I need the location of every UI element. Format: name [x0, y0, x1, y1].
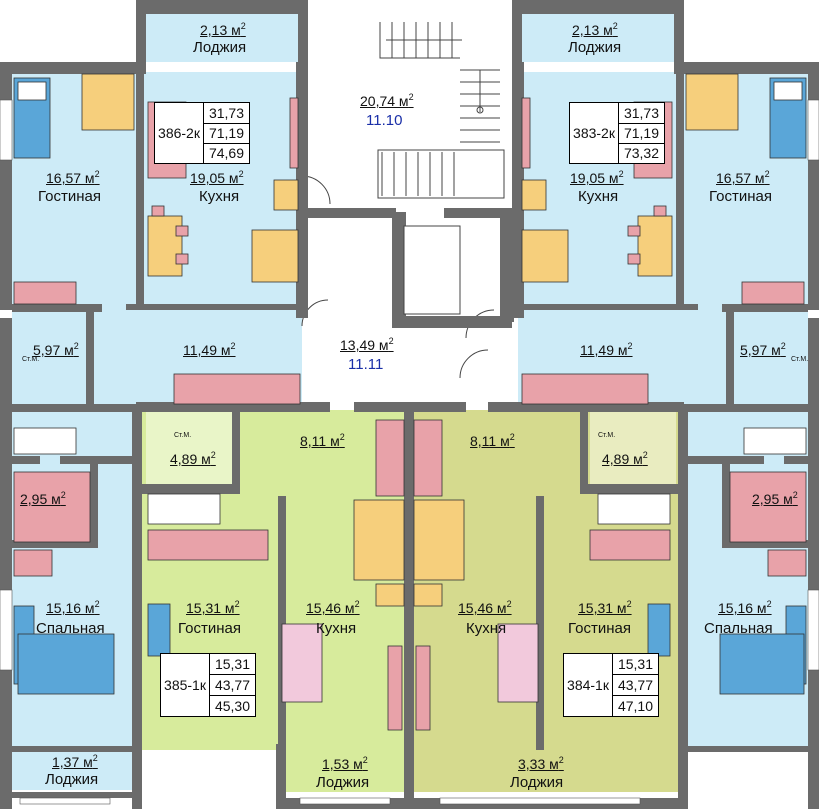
area-living-cr: 15,31 м2	[578, 599, 632, 616]
area-kitchen-tr: 19,05 м2	[570, 169, 624, 186]
area-hall-cr: 8,11 м2	[470, 432, 515, 449]
name-bed-r: Спальная	[704, 620, 773, 637]
apartment-badge-385: 385-1к 15,31 43,77 45,30	[160, 653, 256, 717]
apartment-total-area: 71,19	[619, 123, 664, 144]
area-bed-l: 15,16 м2	[46, 599, 100, 616]
area-loggia-tl: 2,13 м2	[200, 21, 246, 38]
name-kitchen-tl: Кухня	[199, 188, 240, 205]
fill-loggia-bl	[12, 750, 136, 790]
apartment-code: 383-2к	[570, 103, 619, 163]
stair-core	[301, 0, 518, 410]
name-kitchen-cl: Кухня	[316, 620, 357, 637]
name-loggia-tl: Лоджия	[193, 39, 247, 56]
apartment-living-area: 31,73	[204, 103, 249, 124]
area-loggia-br: 3,33 м2	[518, 755, 564, 772]
area-living-cl: 15,31 м2	[186, 599, 240, 616]
name-kitchen-tr: Кухня	[578, 188, 619, 205]
name-loggia-bl: Лоджия	[45, 771, 99, 788]
area-bath-r: 5,97 м2	[740, 341, 786, 358]
area-loggia-tr: 2,13 м2	[572, 21, 618, 38]
area-bed-r: 15,16 м2	[718, 599, 772, 616]
area-living-tl: 16,57 м2	[46, 169, 100, 186]
washer-label-r: Ст.М.	[791, 356, 809, 363]
level-lobby: 11.11	[348, 356, 384, 373]
area-living-tr: 16,57 м2	[716, 169, 770, 186]
area-kitchen-tl: 19,05 м2	[190, 169, 244, 186]
area-kitchen-cl: 15,46 м2	[306, 599, 360, 616]
area-closet-l: 2,95 м2	[20, 490, 66, 507]
area-stair-top: 20,74 м2	[360, 92, 414, 109]
fill-loggia-tl	[146, 14, 298, 62]
area-hall-l: 11,49 м2	[183, 341, 236, 358]
apartment-code: 386-2к	[155, 103, 204, 163]
area-hall-cl: 8,11 м2	[300, 432, 345, 449]
area-bath-l: 5,97 м2	[33, 341, 79, 358]
fill-loggia-bc	[284, 750, 408, 792]
apartment-gross-area: 45,30	[214, 697, 251, 714]
name-loggia-tr: Лоджия	[568, 39, 622, 56]
windows	[0, 99, 819, 805]
area-wc-cl: 4,89 м2	[170, 450, 216, 467]
name-bed-l: Спальная	[36, 620, 105, 637]
area-lobby: 13,49 м2	[340, 336, 394, 353]
apartment-code: 385-1к	[161, 654, 210, 716]
apartment-total-area: 71,19	[204, 123, 249, 144]
apartment-code: 384-1к	[564, 654, 613, 716]
apartment-living-area: 31,73	[619, 103, 664, 124]
area-loggia-bl: 1,37 м2	[52, 753, 98, 770]
apartment-gross-area: 73,32	[623, 145, 660, 161]
fill-wc-cr	[590, 412, 676, 490]
name-living-tl: Гостиная	[38, 188, 101, 205]
apartment-badge-383: 383-2к 31,73 71,19 73,32	[569, 102, 665, 164]
area-kitchen-cr: 15,46 м2	[458, 599, 512, 616]
apartment-badge-386: 386-2к 31,73 71,19 74,69	[154, 102, 250, 164]
area-hall-r: 11,49 м2	[580, 341, 633, 358]
area-loggia-bc: 1,53 м2	[322, 755, 368, 772]
name-loggia-br: Лоджия	[510, 774, 564, 791]
name-living-cl: Гостиная	[178, 620, 241, 637]
washer-label-cr: Ст.М.	[598, 432, 616, 439]
apartment-gross-area: 47,10	[617, 697, 654, 714]
fill-loggia-br	[408, 750, 684, 792]
name-living-tr: Гостиная	[709, 188, 772, 205]
apartment-living-area: 15,31	[613, 654, 658, 675]
level-stair-top: 11.10	[366, 112, 403, 129]
washer-label-cl: Ст.М.	[174, 432, 192, 439]
fill-wc-cl	[146, 412, 232, 490]
washer-label-l: Ст.М.	[22, 356, 40, 363]
apartment-total-area: 43,77	[210, 674, 255, 696]
name-loggia-bc: Лоджия	[316, 774, 370, 791]
fill-loggia-tr	[522, 14, 674, 62]
apartment-living-area: 15,31	[210, 654, 255, 675]
elevator-shafts	[302, 208, 514, 328]
name-kitchen-cr: Кухня	[466, 620, 507, 637]
apartment-total-area: 43,77	[613, 674, 658, 696]
area-wc-cr: 4,89 м2	[602, 450, 648, 467]
area-closet-r: 2,95 м2	[752, 490, 798, 507]
apartment-badge-384: 384-1к 15,31 43,77 47,10	[563, 653, 659, 717]
apartment-gross-area: 74,69	[208, 145, 245, 161]
name-living-cr: Гостиная	[568, 620, 631, 637]
